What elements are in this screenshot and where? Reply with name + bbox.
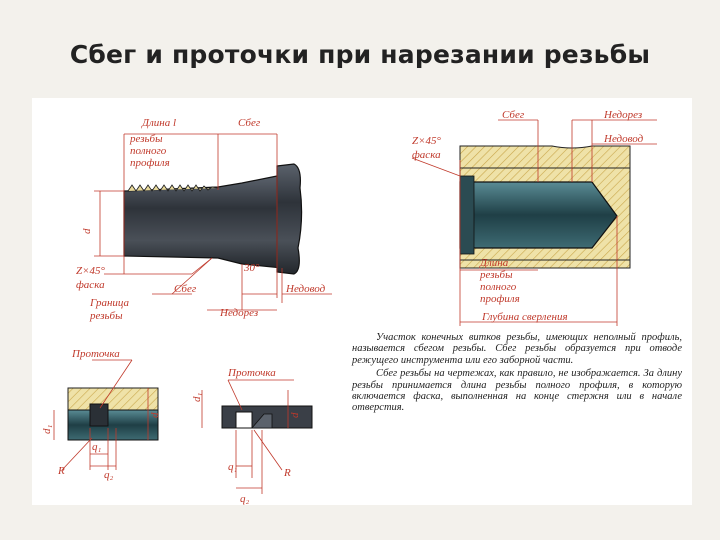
drill-depth-label: Глубина сверления bbox=[481, 311, 568, 323]
hole-chamfer-z-label: Z×45° bbox=[412, 135, 442, 147]
undercut-lead-label: Недовод bbox=[285, 283, 326, 295]
drilled-hole bbox=[459, 181, 618, 249]
hole-part-top bbox=[459, 145, 631, 169]
hole-length-label-2: резьбы bbox=[479, 269, 513, 281]
runout-top-label: Сбег bbox=[238, 117, 261, 129]
groove-r-label: R bbox=[57, 465, 65, 477]
chamfer-z-label: Z×45° bbox=[76, 265, 106, 277]
slide-title: Сбег и проточки при нарезании резьбы bbox=[69, 40, 651, 69]
inner-groove-d1-label: d₁ bbox=[191, 393, 203, 403]
inner-groove-d-label: d bbox=[289, 412, 301, 418]
external-groove-diagram: Проточка d₁ d q₁ q₂ R bbox=[41, 348, 161, 481]
hole-length-label-4: профиля bbox=[480, 293, 520, 305]
hole-length-label-1: Длина bbox=[479, 257, 509, 269]
inner-groove-q2-label: q₂ bbox=[240, 493, 250, 505]
description-paragraph-2: Сбег резьбы на чертежах, как правило, не… bbox=[352, 368, 682, 414]
chamfer-label: фаска bbox=[76, 279, 105, 291]
description-text: Участок конечных витков резьбы, имеющих … bbox=[352, 332, 682, 416]
inner-groove-r-label: R bbox=[283, 467, 291, 479]
thread-boundary-label-1: Граница bbox=[89, 297, 130, 309]
inner-groove-label: Проточка bbox=[227, 367, 276, 379]
angle-label: 30° bbox=[243, 262, 260, 274]
hole-undershoot-label: Недорез bbox=[603, 109, 642, 121]
groove-label: Проточка bbox=[71, 348, 120, 360]
groove-part-lower bbox=[67, 409, 159, 441]
hole-runout-label: Сбег bbox=[502, 109, 525, 121]
groove-part-upper bbox=[67, 387, 159, 411]
groove-d-label: d bbox=[149, 412, 161, 418]
figure-panel: Длина l резьбы полного профиля Сбег d Z×… bbox=[32, 98, 692, 505]
full-profile-label-3: профиля bbox=[130, 157, 170, 169]
hole-chamfer-label: фаска bbox=[412, 149, 441, 161]
undershoot-label: Недорез bbox=[219, 307, 258, 319]
groove-d1-label: d₁ bbox=[41, 425, 53, 435]
threaded-hole-diagram: Сбег Недорез Недовод Z×45° фаска Длина р… bbox=[411, 109, 657, 326]
bolt-head bbox=[276, 163, 303, 275]
hole-chamfer bbox=[459, 175, 475, 255]
thread-runout-drawing: Длина l резьбы полного профиля Сбег d Z×… bbox=[41, 109, 657, 505]
description-paragraph-1: Участок конечных витков резьбы, имеющих … bbox=[352, 332, 682, 366]
full-profile-label-1: резьбы bbox=[129, 133, 163, 145]
hole-length-label-3: полного bbox=[480, 281, 517, 293]
inner-groove-cut bbox=[235, 411, 253, 429]
bolt-thread-teeth bbox=[127, 184, 219, 192]
groove-q2-label: q₂ bbox=[104, 469, 114, 481]
thread-boundary-label-2: резьбы bbox=[89, 310, 123, 322]
hole-undercut-lead-label: Недовод bbox=[603, 133, 644, 145]
internal-groove-diagram: Проточка d₁ d q₁ q₂ R bbox=[191, 367, 313, 505]
diameter-d-label: d bbox=[81, 228, 93, 234]
runout-bottom-label: Сбег bbox=[174, 283, 197, 295]
groove-q1-label: q₁ bbox=[92, 441, 102, 453]
inner-groove-chamfer bbox=[251, 413, 273, 429]
bolt-diagram: Длина l резьбы полного профиля Сбег d Z×… bbox=[76, 117, 332, 322]
inner-groove-q1-label: q₁ bbox=[228, 461, 238, 473]
length-l-label: Длина l bbox=[141, 117, 176, 129]
groove-cut bbox=[89, 403, 109, 427]
full-profile-label-2: полного bbox=[130, 145, 167, 157]
